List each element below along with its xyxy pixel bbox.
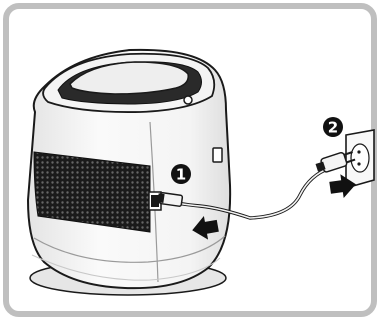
step-1-number: 1 — [176, 166, 186, 184]
side-latch — [213, 148, 222, 162]
air-purifier-device — [28, 50, 230, 295]
step-2-marker: 2 — [323, 117, 343, 137]
power-button-icon — [184, 96, 192, 104]
step-1-marker: 1 — [171, 164, 191, 184]
step-2-number: 2 — [328, 119, 338, 137]
